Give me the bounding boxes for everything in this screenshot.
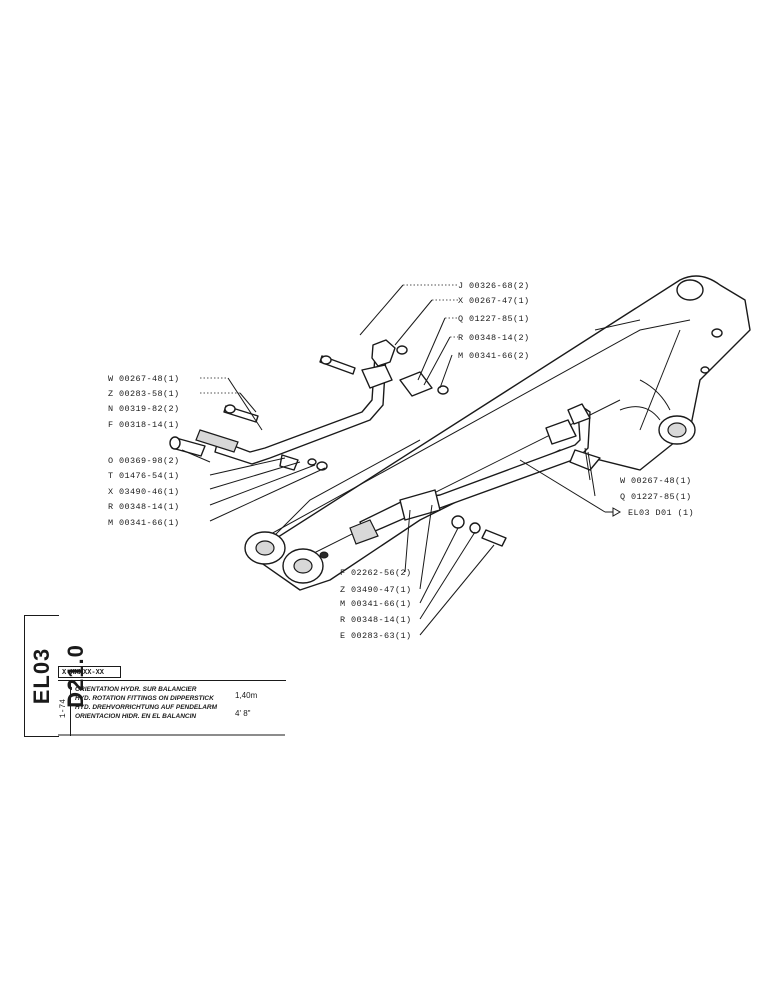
callout-w00267: W 00267-48(1) [108, 374, 180, 384]
lower-fitting-group [349, 403, 601, 547]
callout-x00267: X 00267-47(1) [458, 296, 530, 306]
callout-o00369: O 00369-98(2) [108, 456, 180, 466]
dipperstick-arm [244, 275, 751, 591]
callout-q01227: Q 01227-85(1) [620, 492, 692, 502]
callout-n00319: N 00319-82(2) [108, 404, 180, 414]
callout-x03490: X 03490-46(1) [108, 487, 180, 497]
callout-e00283: E 00283-63(1) [340, 631, 412, 641]
leader-lines [181, 284, 606, 636]
upper-fitting-group [169, 339, 449, 471]
reference-marker-icon [605, 507, 622, 517]
callout-j00326: J 00326-68(2) [458, 281, 530, 291]
small-code-box: X XXXXX-XX [58, 666, 121, 678]
callout-r00348: R 00348-14(1) [108, 502, 180, 512]
callout-r00348: R 00348-14(1) [340, 615, 412, 625]
title-english: HYD. ROTATION FITTINGS ON DIPPERSTICK [75, 695, 214, 702]
title-german: HYD. DREHVORRICHTUNG AUF PENDELARM [75, 704, 218, 711]
size-metric: 1,40m [235, 691, 258, 700]
callout-m00341: M 00341-66(2) [458, 351, 530, 361]
title-block: ORIENTATION HYDR. SUR BALANCIER HYD. ROT… [70, 680, 286, 736]
callout-r00348: R 00348-14(2) [458, 333, 530, 343]
part-callouts: J 00326-68(2) X 00267-47(1) Q 01227-85(1… [108, 281, 694, 641]
drawing-date: 1-74 [59, 698, 68, 719]
callout-q01227: Q 01227-85(1) [458, 314, 530, 324]
date-strip: 1-74 [58, 680, 70, 736]
callout-f02262: F 02262-56(2) [340, 568, 412, 578]
title-spanish: ORIENTACION HIDR. EN EL BALANCIN [75, 713, 197, 720]
callout-z00283: Z 00283-58(1) [108, 389, 180, 399]
title-french: ORIENTATION HYDR. SUR BALANCIER [75, 686, 197, 693]
sheet-code-box: EL03 D21.0 [24, 615, 88, 737]
sheet-code: EL03 D21.0 [29, 644, 88, 708]
callout-el03d01: EL03 D01 (1) [628, 508, 694, 518]
callout-f00318: F 00318-14(1) [108, 420, 180, 430]
callout-m00341: M 00341-66(1) [340, 599, 412, 609]
callout-m00341: M 00341-66(1) [108, 518, 180, 528]
callout-t01476: T 01476-54(1) [108, 471, 180, 481]
size-imperial: 4' 8" [235, 709, 251, 718]
callout-z03490: Z 03490-47(1) [340, 585, 412, 595]
callout-w00267: W 00267-48(1) [620, 476, 692, 486]
